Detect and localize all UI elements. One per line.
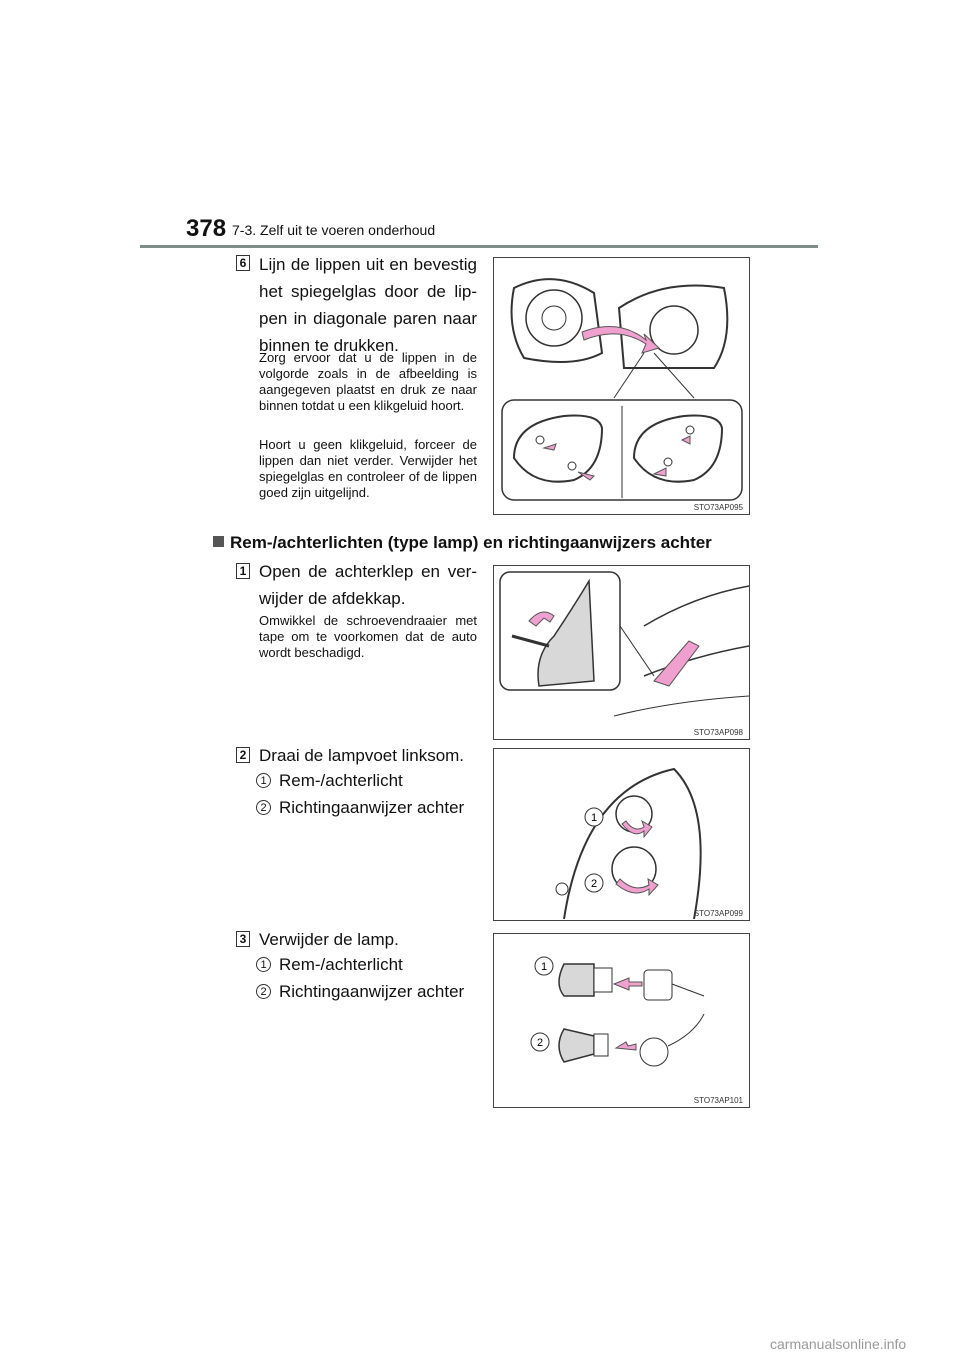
step-2-item-1-label: Rem-/achterlicht (279, 771, 403, 790)
step-3-item-1-label: Rem-/achterlicht (279, 955, 403, 974)
step-number-6: 6 (236, 255, 250, 271)
lamp-socket-illustration: 1 2 STO73AP099 (493, 748, 750, 921)
step-2-text: Draai de lampvoet linksom. (259, 746, 465, 765)
callout-2: 2 (537, 1037, 543, 1049)
figure-code: STO73AP101 (693, 1096, 743, 1105)
step-number-3: 3 (236, 931, 250, 947)
callout-2: 2 (591, 878, 597, 890)
section-heading: Rem-/achterlichten (type lamp) en richti… (213, 533, 712, 553)
figure-code: STO73AP095 (693, 503, 743, 512)
step-2-item-1-number: 1 (256, 773, 271, 788)
step-3-text: Verwijder de lamp. (259, 930, 399, 949)
step-1-note: Omwikkel de schroevendraaier met tape om… (259, 613, 477, 660)
callout-1: 1 (591, 812, 597, 824)
step-2-item-2-number: 2 (256, 800, 271, 815)
page-number: 378 (186, 215, 227, 242)
tailgate-cover-illustration: STO73AP098 (493, 565, 750, 740)
step-2-item-2-label: Richtingaanwijzer achter (279, 798, 465, 817)
mirror-glass-illustration: STO73AP095 (493, 257, 750, 515)
step-number-2: 2 (236, 747, 250, 763)
figure-code: STO73AP099 (693, 909, 743, 918)
step-number-1: 1 (236, 563, 250, 579)
callout-1: 1 (541, 961, 547, 973)
step-3-item-2-number: 2 (256, 984, 271, 999)
header-divider (140, 245, 818, 248)
step-6-note-1: Zorg ervoor dat u de lippen in de volgor… (259, 350, 477, 413)
figure-code: STO73AP098 (693, 728, 743, 737)
step-3-item-1-number: 1 (256, 957, 271, 972)
step-6-text: Lijn de lippen uit en bevestig het spieg… (259, 255, 477, 355)
watermark: carmanualsonline.info (770, 1336, 907, 1352)
section-title: 7-3. Zelf uit te voeren onderhoud (232, 222, 436, 238)
step-6-note-2: Hoort u geen klikgeluid, forceer de lipp… (259, 437, 477, 500)
step-3-item-2-label: Richtingaanwijzer achter (279, 982, 465, 1001)
heading-square-icon (213, 536, 224, 547)
step-1-text: Open de achterklep en ver­wijder de afde… (259, 562, 477, 608)
bulb-removal-illustration: 1 2 STO73AP101 (493, 933, 750, 1108)
